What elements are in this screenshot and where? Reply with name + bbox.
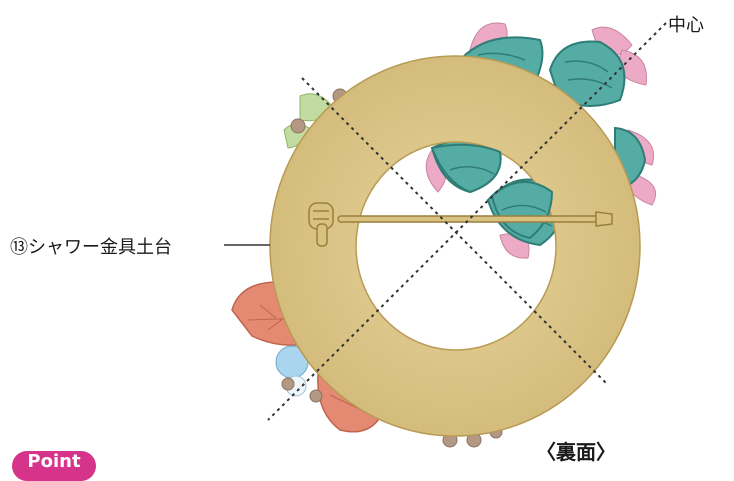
center-guide-lines [267, 22, 667, 421]
diagram-canvas: 中心 ⑬シャワー金具土台 〈裏面〉 Point [10, 15, 704, 481]
shower-base-ring [269, 55, 641, 437]
part-label: ⑬シャワー金具土台 [10, 237, 172, 258]
center-label: 中心 [668, 15, 704, 36]
brooch-pin [308, 202, 613, 247]
view-label: 〈裏面〉 [536, 440, 616, 464]
brooch-illustration [224, 22, 667, 448]
inner-leaves [430, 143, 554, 240]
point-badge: Point [12, 451, 96, 481]
